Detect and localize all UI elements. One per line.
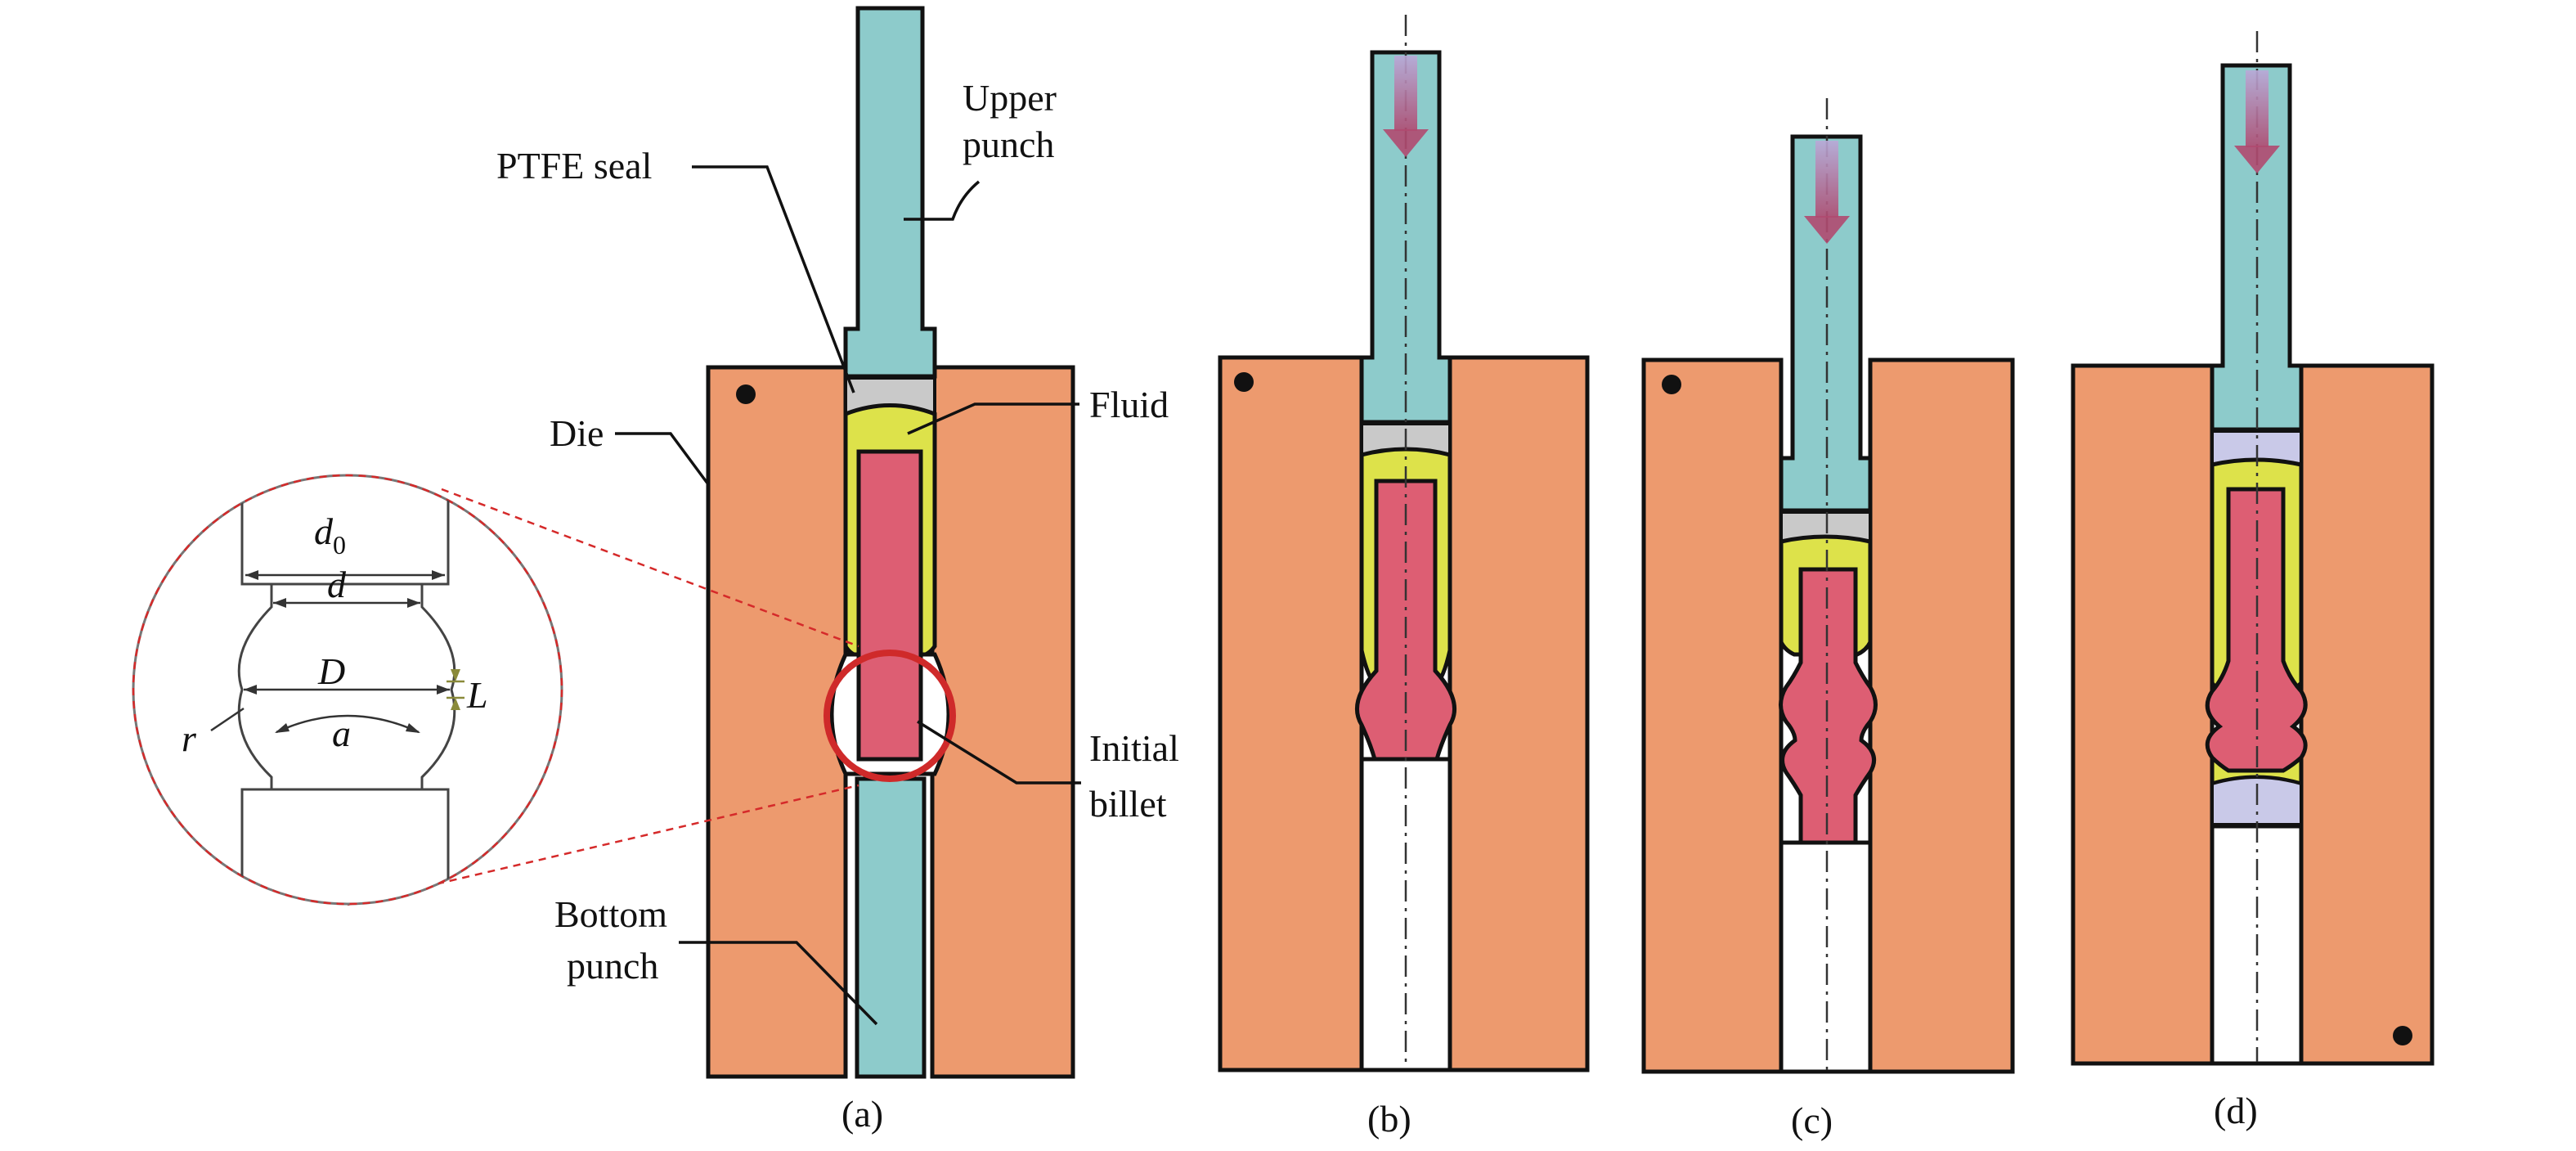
dim-D-arrow-right [437, 685, 450, 695]
dim-d0-arrow-left [245, 570, 258, 580]
dim-L-arrow-bottom [451, 698, 460, 710]
highlight-circle [824, 650, 956, 782]
die-label: Die [550, 412, 604, 454]
upper-punch-label-line2: punch [963, 124, 1054, 165]
press-arrow-head [1804, 216, 1850, 244]
caption-a: (a) [841, 1093, 883, 1135]
dim-d-arrow-left [273, 598, 286, 608]
bottom-punch-leader [679, 941, 878, 1026]
fluid-label: Fluid [1089, 384, 1169, 425]
die-leader [615, 432, 710, 486]
die-marker-dot [2393, 1026, 2412, 1045]
bottom-punch-label-line2: punch [567, 945, 658, 987]
caption-b: (b) [1367, 1098, 1411, 1140]
callout-dash-bottom [347, 784, 859, 906]
press-arrow-head [2234, 146, 2280, 173]
press-arrow-shaft [2246, 70, 2269, 147]
die-right-block [2299, 363, 2435, 1066]
deformed-billet [1779, 567, 1878, 845]
die-left-block [706, 365, 848, 1079]
die-left-block [1218, 355, 1364, 1072]
initial-billet [856, 449, 923, 762]
dim-D-arrow-left [244, 685, 257, 695]
press-arrow-shaft [1394, 56, 1417, 131]
die-marker-dot [1234, 372, 1254, 392]
initial-billet-label-line1: Initial [1089, 727, 1179, 769]
die-marker-dot [1662, 375, 1681, 394]
bottom-punch [855, 776, 927, 1079]
bottom-punch-label-line1: Bottom [554, 893, 667, 935]
dim-L-arrow-top [451, 669, 460, 681]
ptfe-seal-label: PTFE seal [496, 145, 652, 187]
detail-profile-left [237, 491, 273, 904]
upper-punch-leader [904, 180, 981, 221]
initial-billet-leader [917, 720, 1081, 785]
panel-a: PTFE seal Upper punch Fluid Die Initial … [496, 6, 1179, 1135]
panel-c: (c) [1641, 98, 2015, 1141]
dim-a-arrow-right [406, 723, 420, 733]
symbol-r: r [182, 717, 197, 759]
upper-punch [843, 6, 937, 379]
dim-d0-arrow-right [432, 570, 445, 580]
deformed-billet [2205, 487, 2308, 773]
ptfe-seal-leader [692, 165, 855, 393]
die-right-block [930, 365, 1075, 1079]
detail-circle-dash [132, 474, 563, 906]
symbol-d: d [327, 564, 347, 605]
caption-d: (d) [2214, 1090, 2258, 1131]
detail-callout: d0 d D L r a [132, 474, 859, 906]
callout-dash-top [441, 488, 859, 648]
symbol-d0: d0 [314, 510, 346, 560]
die-left-block [2071, 363, 2215, 1066]
panel-d: (d) [2071, 31, 2435, 1131]
initial-billet-label-line2: billet [1089, 783, 1167, 825]
dim-a-arrow-left [275, 723, 289, 733]
caption-c: (c) [1791, 1099, 1833, 1141]
upper-punch-label-line1: Upper [963, 77, 1057, 119]
die-right-block [1868, 357, 2015, 1074]
die-right-block [1447, 355, 1590, 1072]
symbol-a: a [332, 713, 351, 754]
dim-r-leader [210, 707, 245, 732]
detail-profile-right [420, 491, 456, 904]
symbol-L: L [466, 674, 488, 716]
die-left-block [1641, 357, 1784, 1074]
dim-d-arrow-right [407, 598, 420, 608]
die-marker-dot [736, 384, 756, 404]
press-arrow-shaft [1815, 141, 1838, 218]
die-bore [1779, 840, 1873, 1074]
fluid-leader [907, 402, 1079, 435]
symbol-D: D [317, 650, 345, 692]
press-arrow-head [1383, 129, 1429, 157]
panel-b: (b) [1218, 15, 1590, 1140]
dim-a-arc [276, 714, 420, 734]
